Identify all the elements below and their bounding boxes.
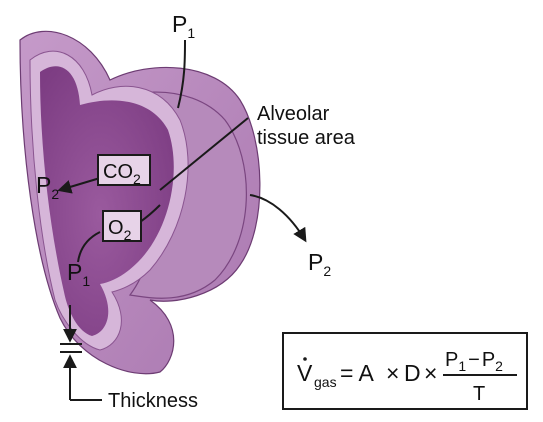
o2-leader	[77, 231, 101, 263]
thickness-label: Thickness	[108, 390, 198, 412]
diffusion-formula: V gas = A × D × P1−P2 T	[297, 349, 517, 405]
formula-denominator: T	[473, 383, 485, 405]
formula-box	[282, 332, 528, 410]
o2-membrane-line	[139, 204, 161, 223]
formula-v-sub: gas	[314, 374, 337, 390]
p1-left-label: P1	[67, 259, 90, 289]
p1-top-label: P1	[172, 11, 195, 41]
co2-arrow	[57, 177, 101, 194]
formula-d: D	[404, 360, 421, 386]
formula-v: V	[297, 360, 313, 386]
p1-top-leader	[177, 39, 186, 109]
formula-numerator: P1−P2	[445, 349, 503, 374]
formula-v-dot	[303, 357, 307, 361]
alveolar-label-line1: Alveolar	[257, 103, 330, 125]
o2-box	[102, 210, 142, 242]
alveolar-label-line2: tissue area	[257, 127, 356, 149]
co2-label: CO2	[103, 161, 141, 187]
p2-left-label: P2	[36, 172, 59, 202]
p2-right-arrow	[249, 194, 307, 243]
formula-times-1: ×	[386, 360, 399, 386]
formula-equals-a: = A	[340, 360, 375, 386]
p2-right-label: P2	[308, 249, 331, 279]
alveolar-lumen	[40, 66, 174, 337]
co2-box	[97, 154, 151, 186]
formula-times-2: ×	[424, 360, 437, 386]
alveolar-leader	[159, 117, 249, 191]
o2-label: O2	[108, 217, 132, 243]
